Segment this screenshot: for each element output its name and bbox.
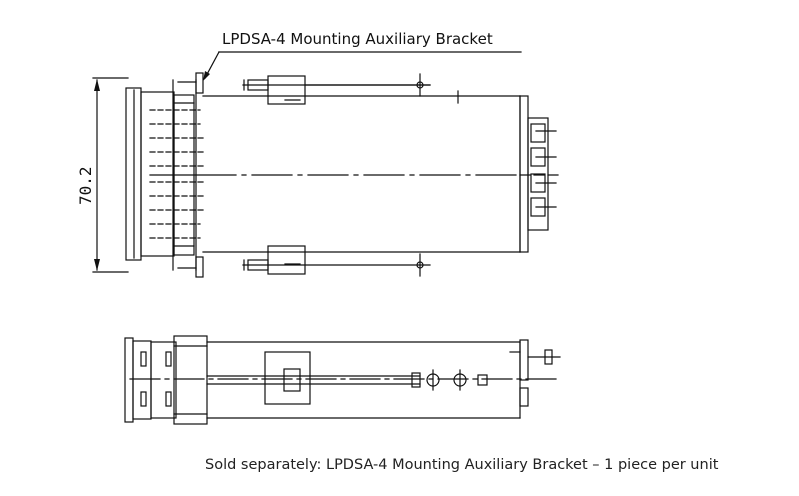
bracket-callout-label: LPDSA-4 Mounting Auxiliary Bracket: [222, 30, 493, 48]
side-housing-body: [129, 339, 561, 419]
dimension-arrow-top: [94, 79, 100, 91]
callout-arrowhead: [203, 71, 210, 81]
side-bracket-collar: [173, 335, 208, 425]
housing-body: [149, 95, 561, 253]
hidden-lines: [149, 109, 206, 239]
height-dimension: 70.2: [76, 77, 129, 273]
dimension-arrow-bottom: [94, 259, 100, 271]
side-screw: [206, 351, 488, 405]
terminal-block: [519, 95, 557, 253]
caption-note: Sold separately: LPDSA-4 Mounting Auxili…: [205, 457, 719, 473]
front-bezel: [125, 87, 175, 261]
bracket-callout: LPDSA-4 Mounting Auxiliary Bracket: [203, 30, 522, 81]
side-view: [124, 335, 561, 425]
dimension-height-label: 70.2: [76, 166, 95, 205]
lower-screw: [242, 245, 431, 277]
side-front-bezel: [124, 337, 177, 423]
upper-screw: [242, 73, 459, 105]
top-view: 70.2: [76, 72, 561, 278]
